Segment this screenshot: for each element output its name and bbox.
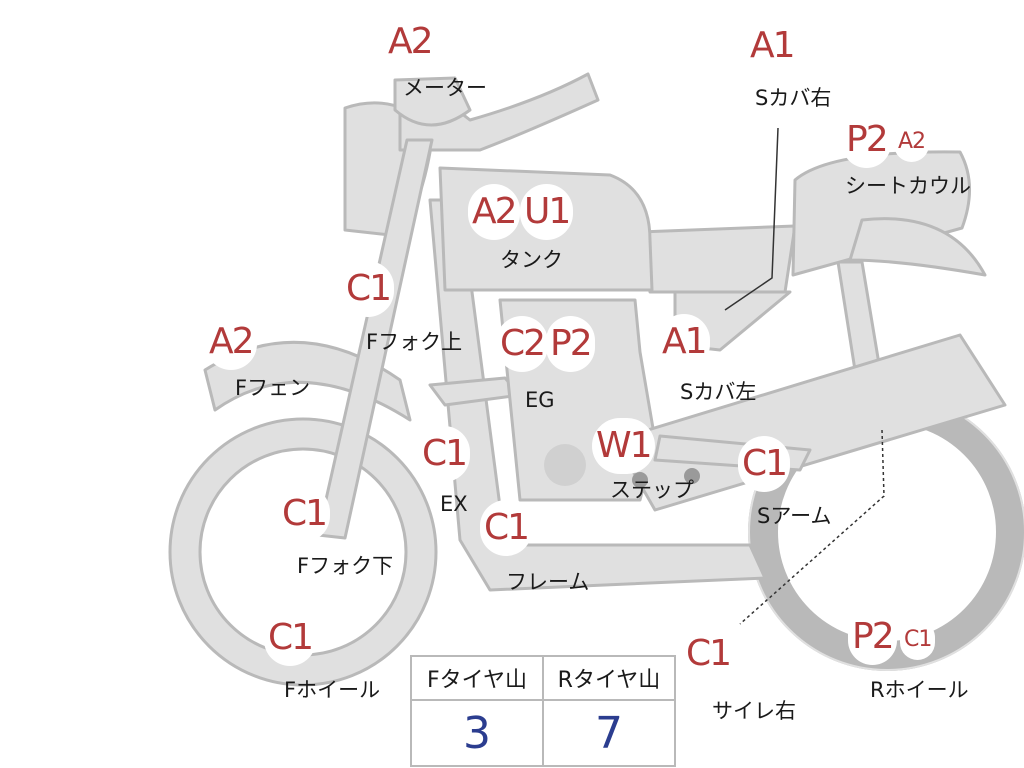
- meter-shape: [393, 76, 472, 127]
- label-muffler-right: サイレ右: [712, 699, 796, 723]
- grade-side-cover-left: A1: [658, 314, 710, 370]
- grade-side-cover-right: A1: [746, 18, 798, 74]
- grade-rear-wheel-2: C1: [900, 620, 936, 660]
- rear-tread-header: Rタイヤ山: [542, 655, 676, 701]
- grade-rear-wheel-1: P2: [848, 609, 897, 665]
- label-meter: メーター: [403, 76, 487, 100]
- label-exhaust: EX: [440, 492, 468, 516]
- label-rear-wheel: Rホイール: [870, 678, 969, 702]
- side-cover-shape: [638, 224, 797, 294]
- grade-tank-2: U1: [520, 184, 574, 240]
- grade-engine-2: P2: [546, 316, 595, 372]
- front-tread-value: 3: [410, 699, 544, 767]
- rear-tread-value: 7: [542, 699, 676, 767]
- leader-swing-arm: [739, 429, 885, 625]
- engine-cover-dot: [544, 444, 586, 486]
- grade-fork-lower: C1: [278, 486, 331, 542]
- label-frame: フレーム: [506, 570, 590, 594]
- step-peg-left: [632, 472, 648, 488]
- front-fork-shape: [316, 138, 434, 540]
- grade-exhaust: C1: [418, 426, 471, 482]
- label-seat-cowl: シートカウル: [845, 174, 971, 198]
- label-front-fender: Fフェン: [235, 376, 311, 400]
- label-fork-upper: Fフォク上: [366, 330, 463, 354]
- front-wheel-shape: [170, 419, 436, 685]
- grade-muffler-right: C1: [682, 626, 735, 682]
- grade-meter: A2: [384, 14, 436, 70]
- grade-frame: C1: [480, 500, 533, 556]
- label-side-cover-right: Sカバ右: [755, 86, 832, 110]
- grade-engine-1: C2: [496, 316, 549, 372]
- label-swing-arm: Sアーム: [757, 504, 832, 528]
- grade-swing-arm: C1: [738, 436, 791, 492]
- front-tread-header: Fタイヤ山: [410, 655, 544, 701]
- grade-fork-upper: C1: [342, 261, 395, 317]
- step-peg-right: [684, 468, 700, 484]
- label-step: ステップ: [610, 478, 694, 502]
- label-side-cover-left: Sカバ左: [680, 380, 757, 404]
- label-tank: タンク: [500, 248, 563, 272]
- grade-seat-cowl-2: A2: [894, 122, 930, 162]
- tire-tread-table: Fタイヤ山 Rタイヤ山 3 7: [410, 655, 676, 767]
- leader-side-cover-right: [724, 127, 779, 311]
- grade-tank-1: A2: [468, 184, 520, 240]
- label-fork-lower: Fフォク下: [297, 554, 394, 578]
- grade-front-fender: A2: [205, 314, 257, 370]
- label-engine: EG: [525, 388, 555, 412]
- grade-step: W1: [592, 418, 655, 474]
- grade-seat-cowl-1: P2: [842, 112, 891, 168]
- label-front-wheel: Fホイール: [284, 678, 381, 702]
- grade-front-wheel: C1: [264, 610, 317, 666]
